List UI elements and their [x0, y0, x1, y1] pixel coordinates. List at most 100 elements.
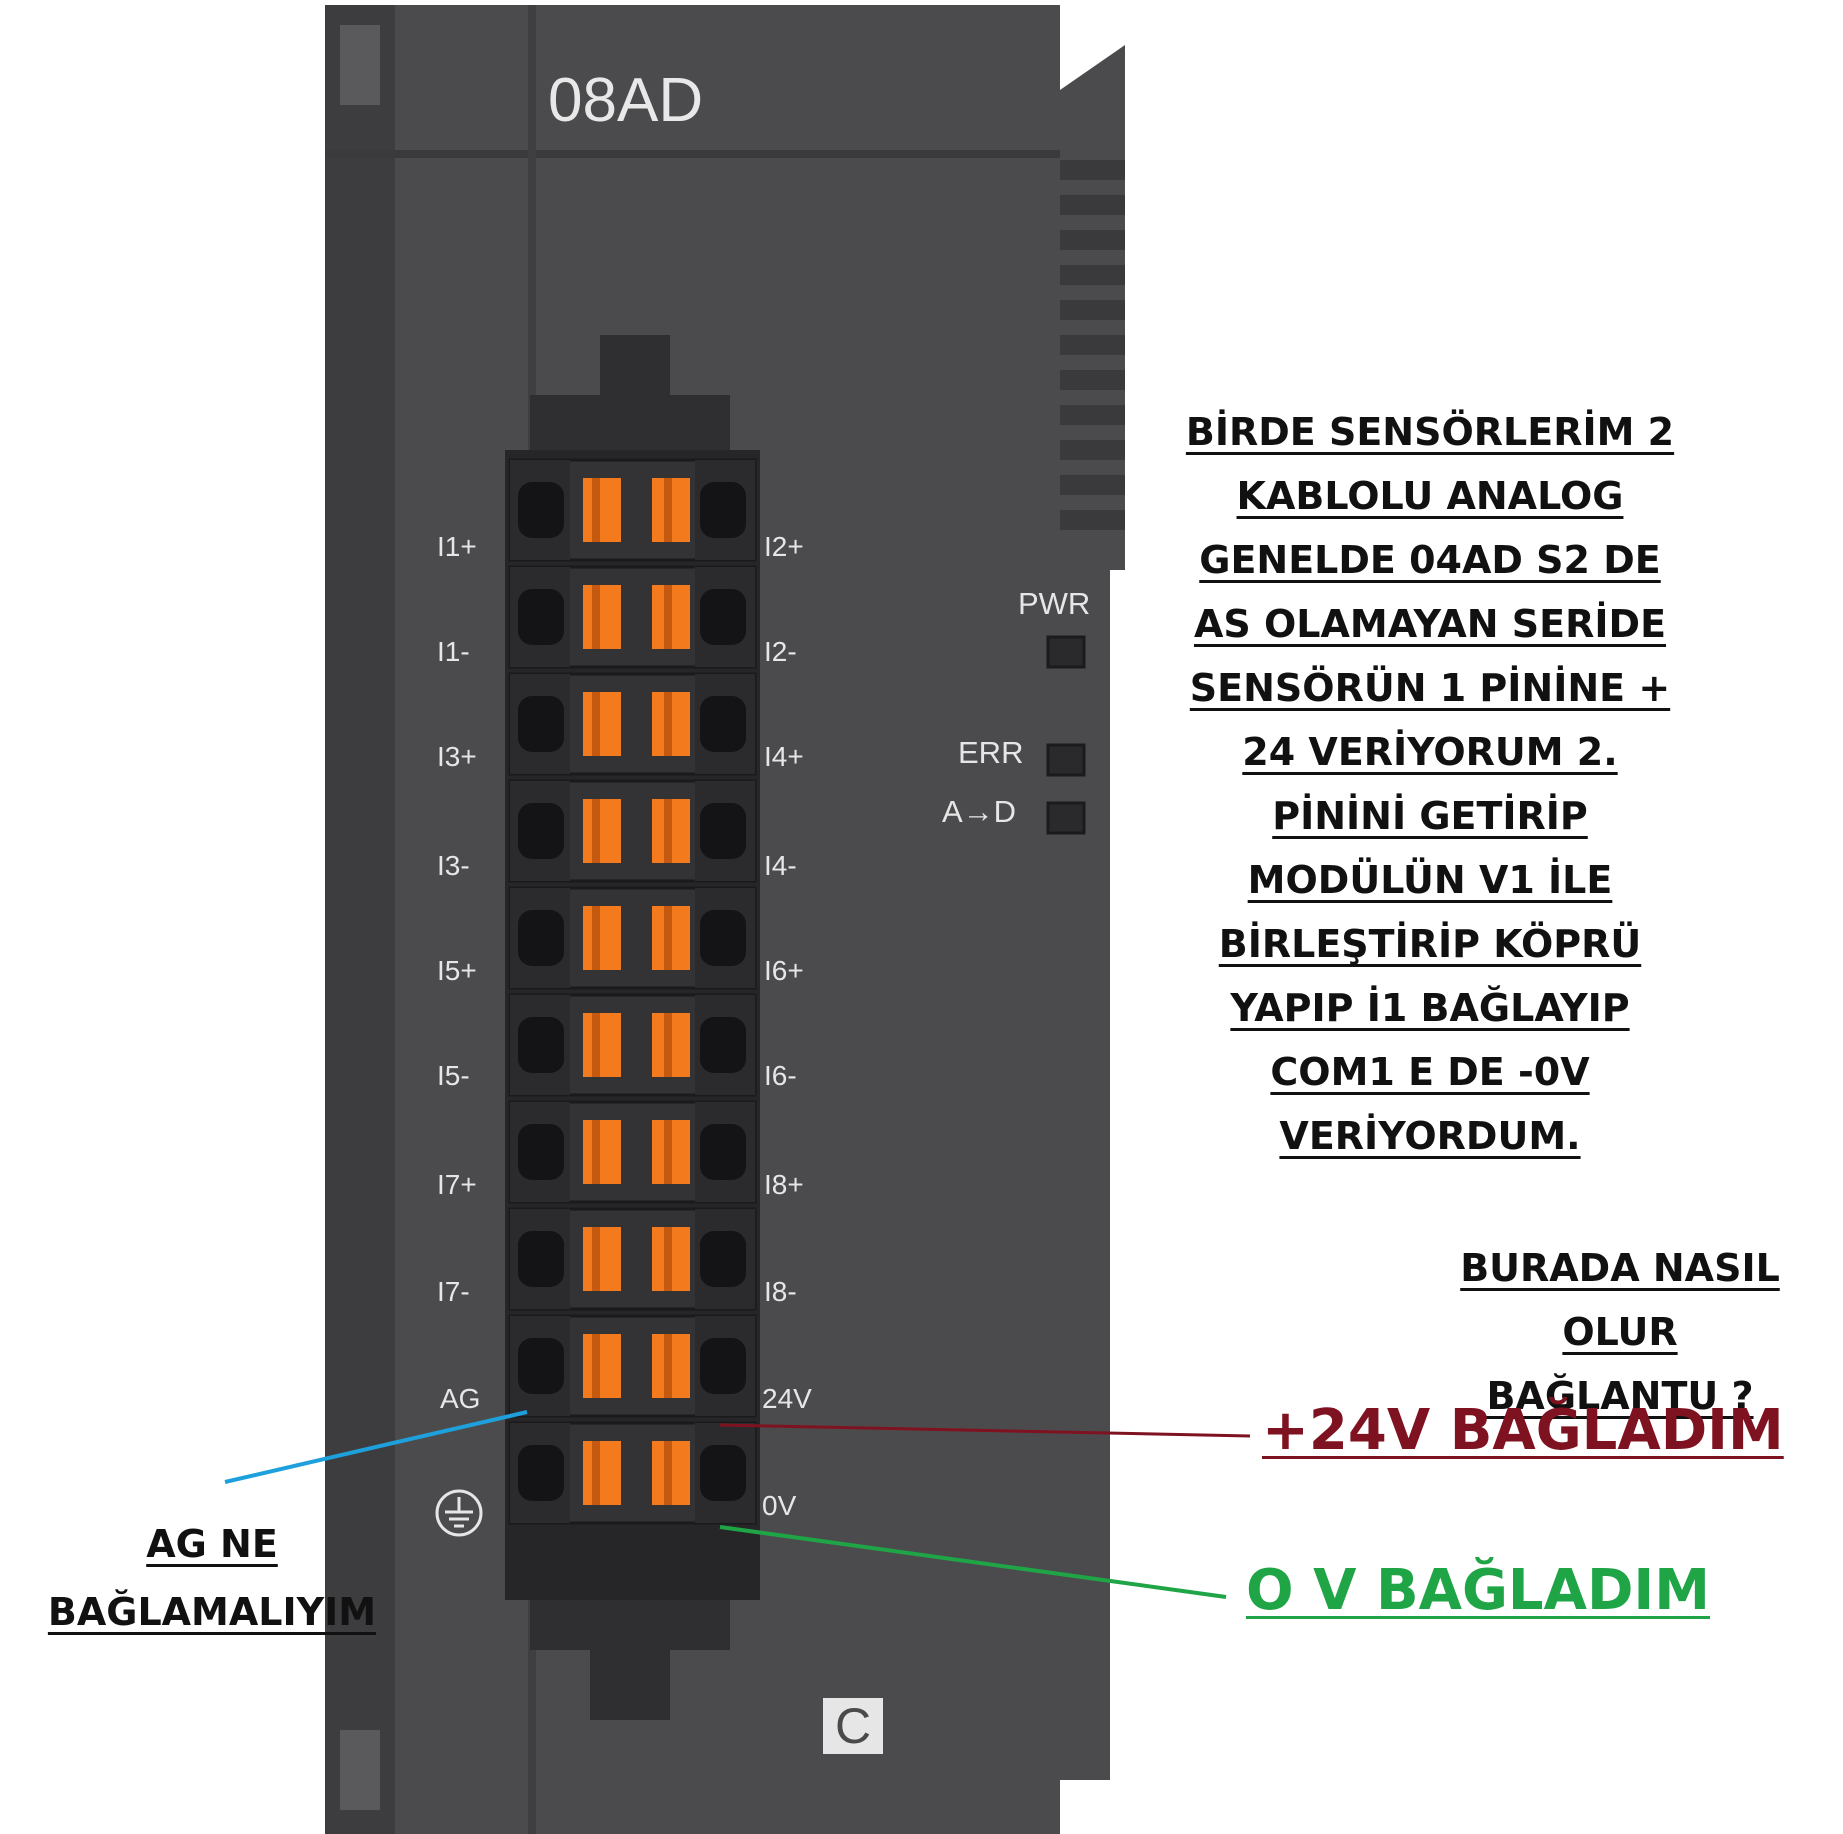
- pwr-led: [1046, 635, 1086, 669]
- spring-clip-slot-right: [664, 1227, 672, 1291]
- spring-clip-slot-left: [592, 906, 600, 970]
- wire-hole-right: [700, 696, 746, 752]
- spring-clip-slot-right: [664, 1013, 672, 1077]
- spring-clip-slot-right: [664, 799, 672, 863]
- terminal-label: I6-: [764, 1060, 797, 1091]
- note-line: AG NE: [146, 1522, 278, 1566]
- wire-hole-right: [700, 803, 746, 859]
- spring-clip-left: [583, 478, 621, 542]
- plus24-note: +24V BAĞLADIM: [1262, 1398, 1784, 1463]
- cooling-fin: [1060, 335, 1125, 355]
- terminal-label: 24V: [762, 1383, 812, 1414]
- spring-clip-slot-left: [592, 478, 600, 542]
- note-line: BURADA NASIL: [1460, 1246, 1780, 1290]
- cooling-fin: [1060, 265, 1125, 285]
- note-line: AS OLAMAYAN SERİDE: [1193, 602, 1667, 646]
- err-led-label: ERR: [958, 735, 1024, 770]
- din-rail-side: [325, 5, 395, 1834]
- err-led: [1046, 743, 1086, 777]
- note-line: BAĞLANTU ?: [1486, 1374, 1754, 1418]
- terminal-label: I7-: [437, 1276, 470, 1307]
- spring-clip-slot-left: [592, 692, 600, 756]
- terminal-label: I7+: [437, 1169, 477, 1200]
- cooling-fin: [1060, 370, 1125, 390]
- wire-hole-right: [700, 1231, 746, 1287]
- ground-terminal-symbol: [435, 1489, 483, 1537]
- terminal-label: I4+: [764, 741, 804, 772]
- wire-hole-left: [518, 1338, 564, 1394]
- terminal-label: I5+: [437, 955, 477, 986]
- note-line: OLUR: [1562, 1310, 1678, 1354]
- plus24-leader-line: [719, 1423, 1251, 1438]
- terminal-label: I4-: [764, 850, 797, 881]
- note-line: BİRDE SENSÖRLERİM 2: [1185, 410, 1675, 454]
- top-seam: [325, 150, 1060, 158]
- cooling-fin: [1060, 230, 1125, 250]
- ag-question-note: AG NE BAĞLAMALIYIM: [22, 1510, 402, 1646]
- spring-clip-slot-right: [664, 906, 672, 970]
- cooling-fin: [1060, 195, 1125, 215]
- cooling-fin: [1060, 510, 1125, 530]
- ad-led: [1046, 801, 1086, 835]
- rail-notch-bottom: [340, 1730, 380, 1810]
- zero-v-note: O V BAĞLADIM: [1246, 1558, 1710, 1623]
- top-latch: [600, 335, 670, 405]
- terminal-label: I2+: [764, 531, 804, 562]
- note-line: BİRLEŞTİRİP KÖPRÜ: [1218, 922, 1642, 966]
- spring-clip-slot-left: [592, 1120, 600, 1184]
- ad-led-label: A→D: [942, 794, 1017, 829]
- module-model-label: 08AD: [548, 66, 704, 135]
- wire-hole-right: [700, 589, 746, 645]
- cooling-fins: [1060, 160, 1125, 530]
- wire-hole-left: [518, 1445, 564, 1501]
- terminal-label: 0V: [762, 1490, 797, 1521]
- spring-clip-left: [583, 1441, 621, 1505]
- terminal-label: I5-: [437, 1060, 470, 1091]
- note-line: GENELDE 04AD S2 DE: [1199, 538, 1661, 582]
- spring-clip-left: [583, 799, 621, 863]
- spring-clip-slot-left: [592, 799, 600, 863]
- wire-hole-right: [700, 910, 746, 966]
- terminal-label: I8+: [764, 1169, 804, 1200]
- spring-clip-slot-right: [664, 1441, 672, 1505]
- pwr-led-label: PWR: [1018, 586, 1091, 621]
- spring-clip-slot-left: [592, 585, 600, 649]
- spring-clip-left: [583, 585, 621, 649]
- wire-hole-left: [518, 1017, 564, 1073]
- terminal-label: I2-: [764, 636, 797, 667]
- wire-hole-right: [700, 1445, 746, 1501]
- spring-clip-left: [583, 906, 621, 970]
- spring-clip-slot-right: [664, 478, 672, 542]
- note-line: 24 VERİYORUM 2.: [1242, 730, 1618, 774]
- revision-badge: C: [823, 1698, 883, 1754]
- cooling-fin: [1060, 475, 1125, 495]
- terminal-label: AG: [440, 1383, 481, 1414]
- spring-clip-left: [583, 1013, 621, 1077]
- spring-clip-slot-right: [664, 1334, 672, 1398]
- wire-hole-left: [518, 482, 564, 538]
- note-line: YAPIP İ1 BAĞLAYIP: [1230, 986, 1630, 1030]
- note-line: COM1 E DE -0V: [1270, 1050, 1590, 1094]
- connection-question-note: BURADA NASIL OLUR BAĞLANTU ?: [1440, 1236, 1800, 1428]
- spring-clip-slot-left: [592, 1441, 600, 1505]
- spring-clip-left: [583, 1334, 621, 1398]
- terminal-label: I1+: [437, 531, 477, 562]
- wire-hole-left: [518, 589, 564, 645]
- terminal-label: I3-: [437, 850, 470, 881]
- spring-clip-left: [583, 1227, 621, 1291]
- wire-hole-left: [518, 803, 564, 859]
- note-line: SENSÖRÜN 1 PİNİNE +: [1189, 666, 1671, 710]
- note-line: MODÜLÜN V1 İLE: [1247, 858, 1613, 902]
- spring-clip-slot-left: [592, 1013, 600, 1077]
- zero-v-leader-line: [719, 1525, 1227, 1599]
- cooling-fin: [1060, 300, 1125, 320]
- wire-hole-left: [518, 696, 564, 752]
- wire-hole-right: [700, 1017, 746, 1073]
- wire-hole-left: [518, 1231, 564, 1287]
- wire-hole-right: [700, 1124, 746, 1180]
- note-line: BAĞLAMALIYIM: [47, 1590, 377, 1634]
- top-latch-base: [530, 395, 730, 455]
- rail-notch-top: [340, 25, 380, 105]
